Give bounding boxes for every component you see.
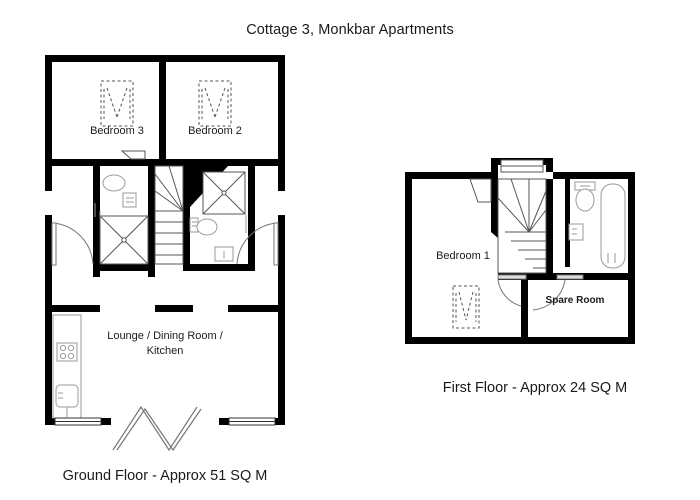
bath-tub [600, 183, 626, 269]
wash-basin-right-bathroom [214, 246, 234, 262]
first-floor-caption: First Floor - Approx 24 SQ M [442, 380, 628, 396]
door-right-bathroom [236, 222, 279, 266]
shower-tray-right-bathroom [202, 171, 246, 215]
hob-four-burner [56, 342, 78, 362]
french-doors-bottom-centre [112, 405, 202, 452]
toilet-left-bathroom [122, 192, 137, 208]
ground-floor-caption: Ground Floor - Approx 51 SQ M [62, 468, 268, 484]
wash-basin-left-bathroom [102, 174, 126, 192]
door-bedroom-1 [497, 274, 527, 307]
staircase-winder [154, 165, 184, 265]
toilet-right-bathroom [189, 217, 218, 236]
first-floor-plan: Bedroom 1 Spare Room [405, 158, 635, 358]
room-label-spare-room: Spare Room [545, 295, 605, 306]
room-label-bedroom-3: Bedroom 3 [90, 125, 144, 137]
landing-step [500, 159, 544, 173]
room-label-lounge-line1: Lounge / Dining Room / [107, 330, 223, 342]
page-title: Cottage 3, Monkbar Apartments [246, 22, 454, 38]
ground-floor-walls [45, 55, 285, 425]
door-bathroom [556, 274, 584, 280]
room-label-bedroom-2: Bedroom 2 [188, 125, 242, 137]
window-bottom-right [228, 417, 276, 426]
door-landing [120, 150, 146, 160]
wash-basin-bathroom [568, 223, 584, 241]
door-left-bathroom [51, 222, 94, 266]
toilet-bathroom [574, 181, 596, 212]
room-label-lounge-line2: Kitchen [146, 345, 184, 357]
bed-double-bedroom-3 [100, 80, 134, 127]
ground-floor-plan: Bedroom 3 Bedroom 2 Lounge / Dining Room… [45, 55, 285, 452]
shower-tray-left-bathroom [99, 215, 149, 265]
bed-double-bedroom-1 [452, 285, 480, 329]
room-label-bedroom-1: Bedroom 1 [436, 250, 490, 262]
window-bottom-left [54, 417, 102, 426]
kitchen-sink [55, 384, 79, 408]
staircase-winder [497, 178, 547, 274]
shower-screen-left [94, 203, 101, 217]
door-stair-landing [469, 178, 492, 203]
bed-double-bedroom-2 [198, 80, 232, 127]
door-spare-room [532, 279, 566, 311]
